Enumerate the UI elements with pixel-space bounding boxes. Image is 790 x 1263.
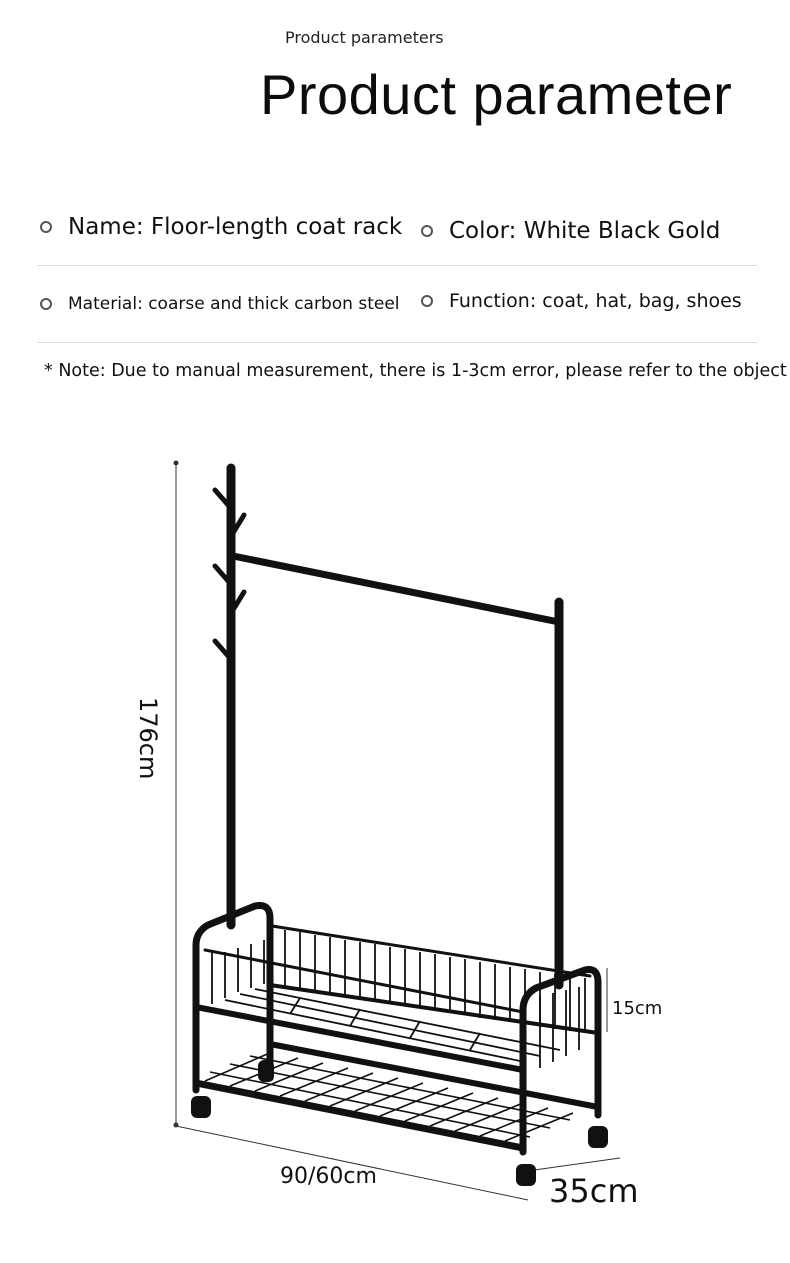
param-function: Function: coat, hat, bag, shoes xyxy=(421,290,742,312)
basket-wires xyxy=(211,930,586,1068)
param-material: Material: coarse and thick carbon steel xyxy=(40,294,400,314)
bullet-icon xyxy=(421,225,433,237)
page-title: Product parameter xyxy=(260,63,733,126)
param-material-text: Material: coarse and thick carbon steel xyxy=(68,294,400,314)
divider xyxy=(37,265,757,266)
width-dimension-label: 90/60cm xyxy=(280,1164,377,1189)
dimension-lines xyxy=(175,463,621,1201)
caster-wheels xyxy=(191,1060,608,1186)
basket-height-label: 15cm xyxy=(612,998,663,1019)
param-color: Color: White Black Gold xyxy=(421,218,720,244)
param-function-text: Function: coat, hat, bag, shoes xyxy=(449,290,742,312)
bullet-icon xyxy=(40,298,52,310)
param-color-text: Color: White Black Gold xyxy=(449,218,721,244)
divider xyxy=(37,342,757,343)
param-name-text: Name: Floor-length coat rack xyxy=(68,214,403,240)
param-name: Name: Floor-length coat rack xyxy=(40,214,402,240)
measurement-note: * Note: Due to manual measurement, there… xyxy=(44,361,787,381)
small-heading: Product parameters xyxy=(285,28,444,47)
bullet-icon xyxy=(40,221,52,233)
height-dimension-label: 176cm xyxy=(134,697,162,780)
bullet-icon xyxy=(421,295,433,307)
rack-frame xyxy=(192,463,602,1156)
depth-dimension-label: 35cm xyxy=(549,1172,639,1210)
